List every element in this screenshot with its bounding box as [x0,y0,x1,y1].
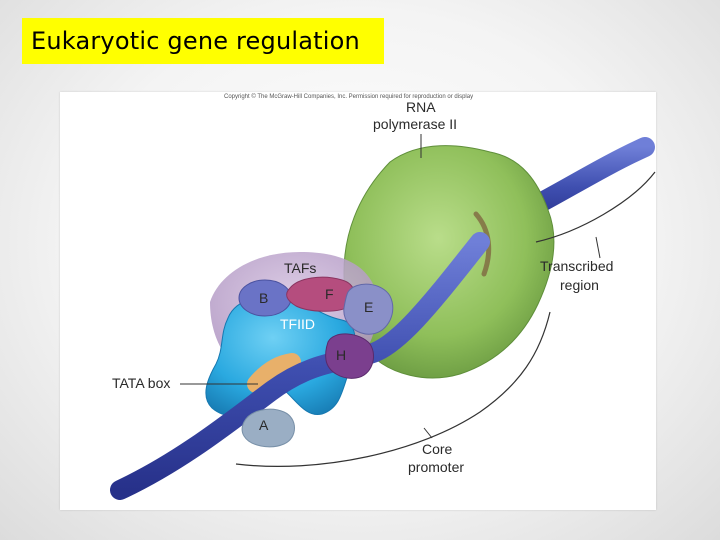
factor-b-label: B [259,290,268,306]
tfiid-label: TFIID [280,316,315,332]
core-promoter-label-line1: Core [422,441,453,457]
rna-polymerase-label-line1: RNA [406,99,436,115]
core-promoter-pointer [424,428,432,438]
factor-f-label: F [325,286,334,302]
transcribed-region-label-line2: region [560,277,599,293]
slide-title: Eukaryotic gene regulation [22,18,384,64]
transcription-complex-diagram: Copyright © The McGraw-Hill Companies, I… [60,92,656,510]
factor-a-label: A [259,417,269,433]
gene-regulation-figure: Copyright © The McGraw-Hill Companies, I… [60,92,656,510]
factor-h-label: H [336,347,346,363]
factor-e: E [344,284,393,334]
transcribed-region-label-line1: Transcribed [540,258,613,274]
copyright-text: Copyright © The McGraw-Hill Companies, I… [224,93,473,100]
factor-a: A [242,409,294,447]
rna-polymerase-label-line2: polymerase II [373,116,457,132]
factor-e-label: E [364,299,373,315]
transcribed-region-pointer [596,237,600,258]
factor-h: H [326,334,374,378]
factor-b: B [239,280,291,316]
tafs-label: TAFs [284,260,316,276]
core-promoter-label-line2: promoter [408,459,464,475]
tata-box-label: TATA box [112,375,170,391]
